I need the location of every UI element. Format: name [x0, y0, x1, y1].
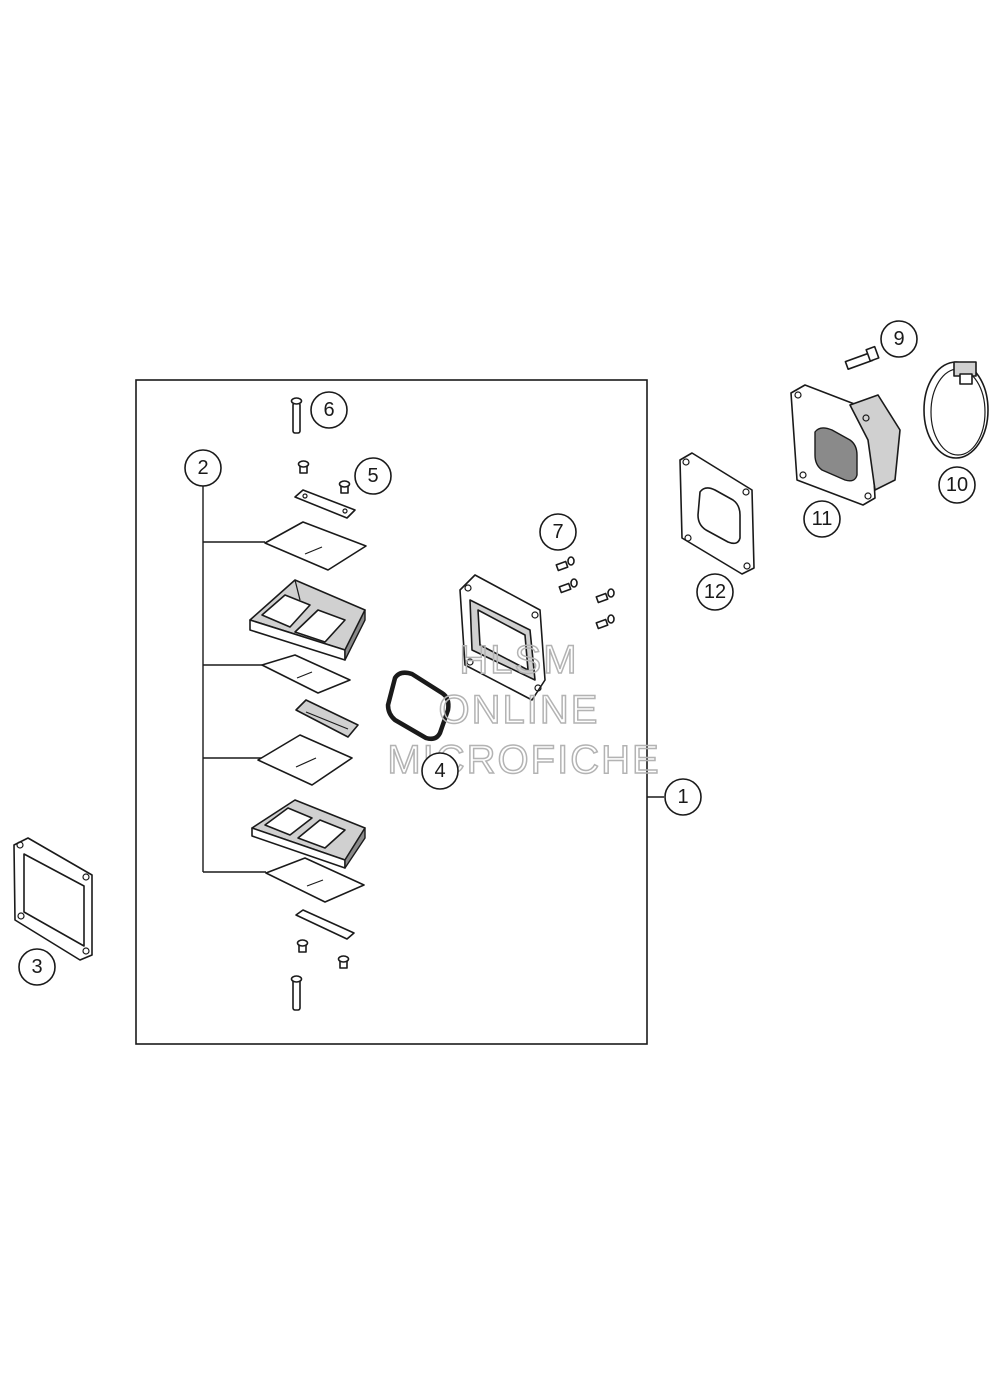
bracket-2 [202, 485, 266, 873]
callout-3: 3 [18, 948, 56, 986]
callout-label-9: 9 [893, 328, 904, 350]
reed-cage-top [249, 579, 366, 661]
callout-label-3: 3 [31, 956, 42, 978]
callout-5: 5 [354, 457, 392, 495]
screw-bottom-long [290, 975, 303, 1011]
retainer-plate-bottom [295, 909, 355, 940]
callout-9: 9 [880, 320, 918, 358]
gasket-3 [13, 837, 93, 961]
bolt-7-a [555, 556, 575, 572]
reed-petal-bottom [265, 857, 365, 903]
callout-1: 1 [664, 778, 702, 816]
screw-bottom-a [296, 939, 309, 953]
screw-6 [290, 397, 303, 434]
callout-7: 7 [539, 513, 577, 551]
intake-manifold-11 [790, 384, 901, 506]
reed-petal-top [264, 521, 367, 571]
reed-cage-bottom [251, 799, 366, 869]
assembly-frame [135, 379, 648, 1045]
callout-label-12: 12 [704, 581, 726, 603]
watermark-line-1: HLSM [459, 638, 578, 682]
bolt-7-b [558, 578, 578, 594]
callout-label-1: 1 [677, 786, 688, 808]
screw-5-a [297, 460, 310, 474]
bolt-7-c [595, 588, 615, 604]
callout-label-5: 5 [367, 465, 378, 487]
gasket-12 [679, 452, 755, 575]
callout-label-6: 6 [323, 399, 334, 421]
hose-clamp-10 [923, 361, 989, 459]
callout-4: 4 [421, 752, 459, 790]
intake-flange [459, 574, 546, 701]
callout-11: 11 [803, 500, 841, 538]
retainer-plate-top [294, 489, 356, 519]
watermark-line-2: ONLINE [439, 688, 600, 732]
reed-petal-lower [257, 734, 353, 786]
callout-label-7: 7 [552, 521, 563, 543]
o-ring-4 [385, 670, 451, 742]
callout-label-4: 4 [434, 760, 445, 782]
callout-2: 2 [184, 449, 222, 487]
callout-10: 10 [938, 466, 976, 504]
bolt-7-d [595, 614, 615, 630]
callout-label-11: 11 [812, 508, 833, 530]
callout-6: 6 [310, 391, 348, 429]
stopper-bar [295, 699, 359, 738]
callout-label-10: 10 [946, 474, 968, 496]
screw-bottom-b [337, 955, 350, 969]
reed-petal-middle [261, 654, 351, 694]
screw-5-b [338, 480, 351, 494]
callout-12: 12 [696, 573, 734, 611]
bolt-9 [844, 345, 880, 371]
callout-label-2: 2 [197, 457, 208, 479]
